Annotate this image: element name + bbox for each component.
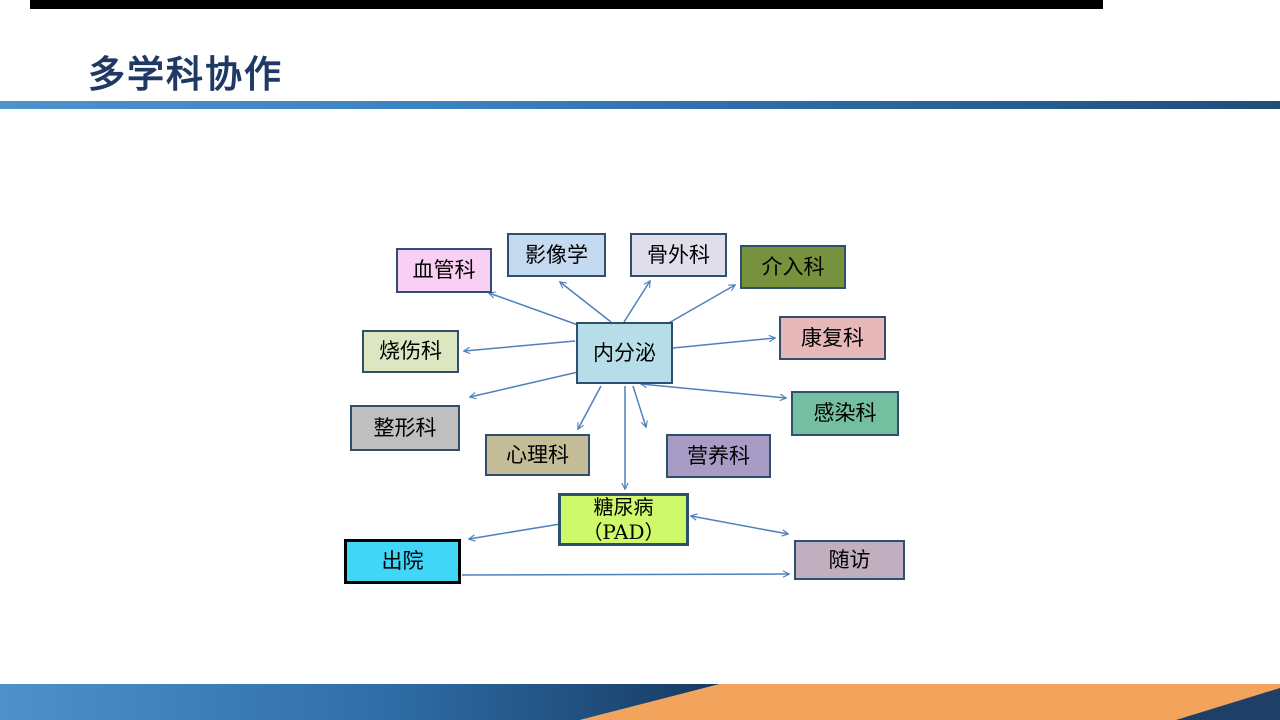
node-label: 骨外科 — [647, 242, 710, 267]
node-label: 烧伤科 — [379, 339, 442, 364]
node-label: 整形科 — [373, 415, 437, 440]
node-infectious: 感染科 — [791, 391, 899, 436]
slide-title: 多学科协作 — [88, 54, 283, 95]
connector-endocrinology-vascular — [489, 293, 579, 326]
connector-endocrinology-infectious — [641, 384, 786, 398]
node-interventional: 介入科 — [740, 245, 846, 289]
node-label: 感染科 — [813, 401, 877, 426]
connector-diabetes-pad-follow-up — [691, 516, 788, 534]
connector-endocrinology-nutrition — [632, 385, 646, 427]
connector-diabetes-pad-discharge — [469, 523, 561, 539]
node-follow-up: 随访 — [794, 540, 905, 580]
footer-navy-triangle — [1176, 688, 1280, 720]
node-nutrition: 营养科 — [666, 434, 771, 478]
node-orthopedics: 骨外科 — [630, 233, 727, 277]
node-diabetes-pad: 糖尿病（PAD） — [558, 493, 689, 546]
footer-decoration — [0, 684, 1280, 720]
connector-endocrinology-interventional — [666, 285, 735, 325]
node-imaging: 影像学 — [507, 233, 606, 277]
node-plastic-surgery: 整形科 — [350, 405, 460, 451]
node-label: 影像学 — [525, 242, 588, 267]
node-label: 康复科 — [801, 325, 864, 350]
title-underline-rule — [0, 101, 1280, 109]
footer-blue-band — [0, 684, 720, 720]
node-psychology: 心理科 — [485, 434, 590, 476]
connector-discharge-follow-up — [461, 574, 789, 575]
connector-endocrinology-orthopedics — [623, 281, 650, 323]
node-rehabilitation: 康复科 — [779, 316, 886, 360]
connector-endocrinology-rehabilitation — [672, 338, 775, 349]
connector-endocrinology-burns — [464, 340, 576, 351]
connector-endocrinology-psychology — [578, 385, 602, 429]
node-label: 出院 — [381, 549, 424, 574]
footer-orange-band — [580, 684, 1280, 720]
node-label: 介入科 — [761, 254, 825, 279]
node-label: 糖尿病 — [593, 494, 654, 519]
node-label: 血管科 — [412, 258, 476, 283]
top-black-bar — [30, 0, 1103, 9]
connector-endocrinology-imaging — [560, 282, 612, 323]
node-discharge: 出院 — [344, 539, 461, 584]
node-vascular: 血管科 — [396, 248, 492, 293]
connector-endocrinology-plastic-surgery — [470, 371, 579, 397]
node-label: 营养科 — [687, 443, 750, 468]
node-label: 心理科 — [506, 442, 569, 467]
node-endocrinology: 内分泌 — [576, 322, 673, 384]
node-label: 随访 — [828, 547, 871, 572]
node-label: 内分泌 — [593, 340, 656, 365]
arrow-lines — [461, 281, 789, 575]
node-burns: 烧伤科 — [362, 330, 459, 373]
node-label: （PAD） — [582, 519, 665, 544]
